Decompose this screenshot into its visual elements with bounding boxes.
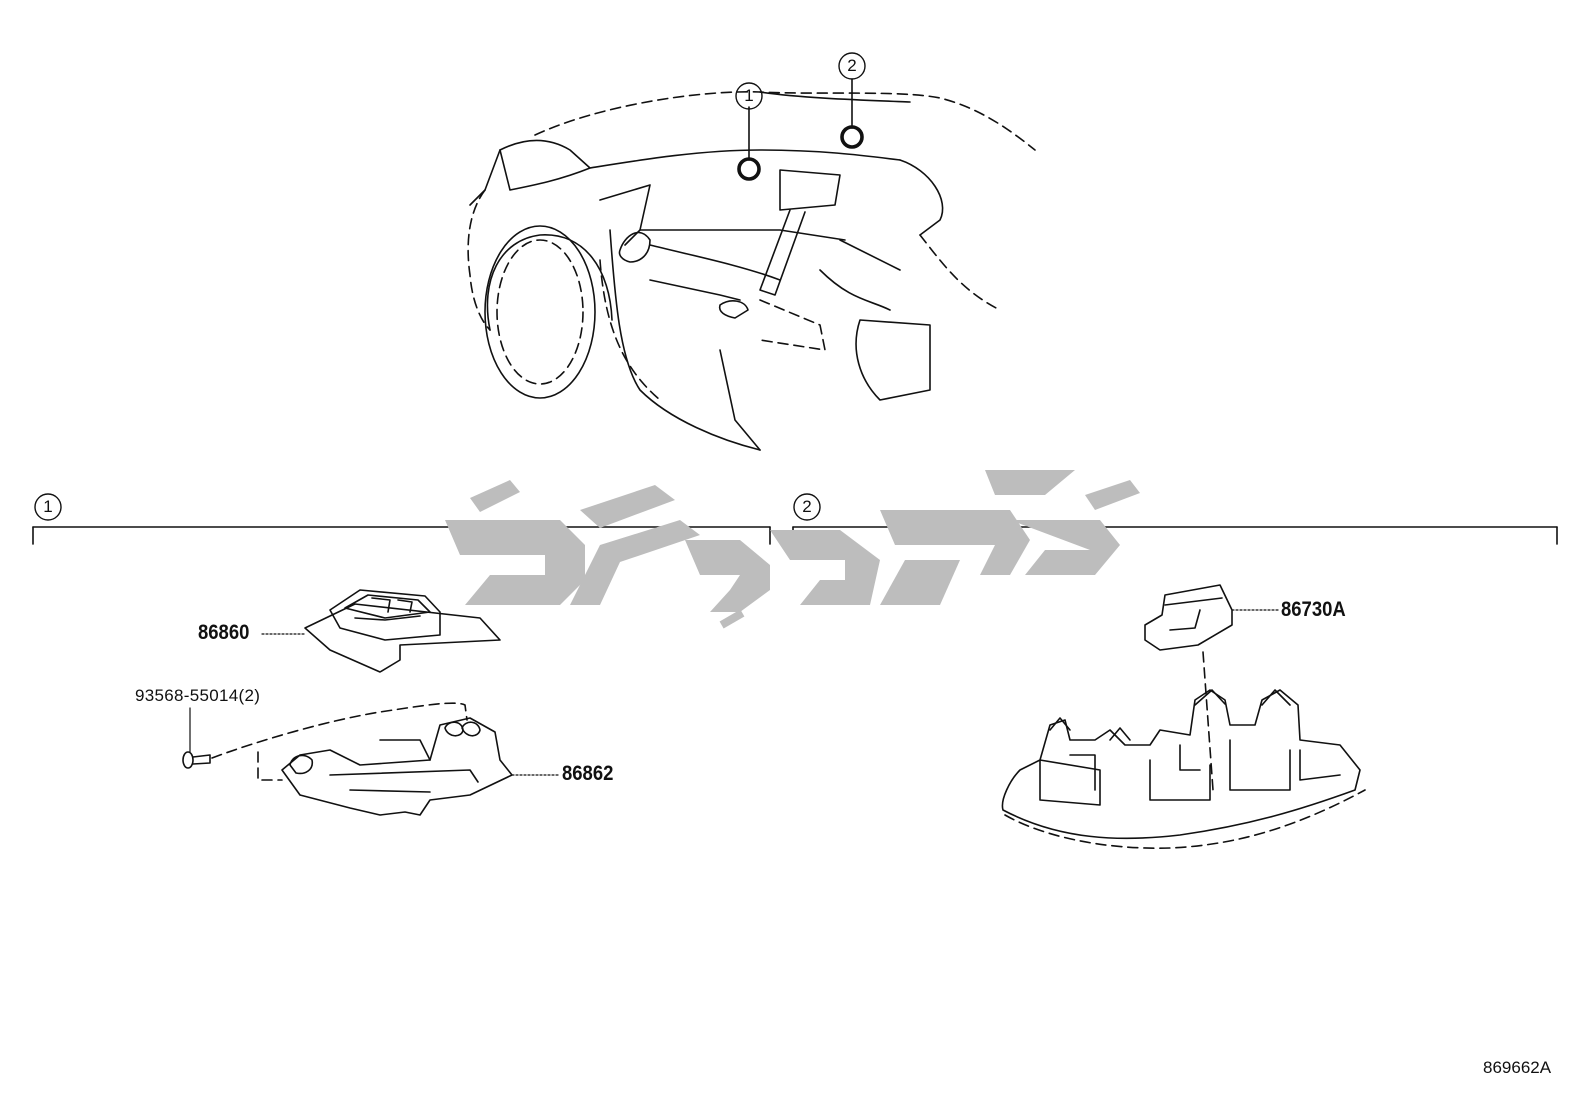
section-number-1: 1 <box>43 497 53 516</box>
console-housing <box>1001 689 1366 849</box>
location-marker-1 <box>737 157 761 181</box>
callout-number-2: 2 <box>847 56 857 75</box>
bolt-part <box>182 707 211 769</box>
location-marker-2 <box>840 125 864 149</box>
bracket-part <box>281 717 561 816</box>
callout-number-1: 1 <box>744 86 754 105</box>
callout-circle-1 <box>735 82 763 110</box>
vehicle-outline <box>467 91 1036 451</box>
part-number-mic: 86730A <box>1281 598 1346 621</box>
part-number-module: 86860 <box>198 621 250 644</box>
diagram-id: 869662A <box>1483 1058 1552 1077</box>
section-number-2: 2 <box>802 497 812 516</box>
part-number-bolt: 93568-55014(2) <box>135 686 261 705</box>
module-part <box>304 589 501 673</box>
part-number-bracket: 86862 <box>562 762 614 785</box>
callout-circle-2 <box>838 52 866 80</box>
watermark-logo <box>445 470 1140 629</box>
section-bracket-1 <box>32 493 771 545</box>
mic-part <box>1144 584 1279 651</box>
